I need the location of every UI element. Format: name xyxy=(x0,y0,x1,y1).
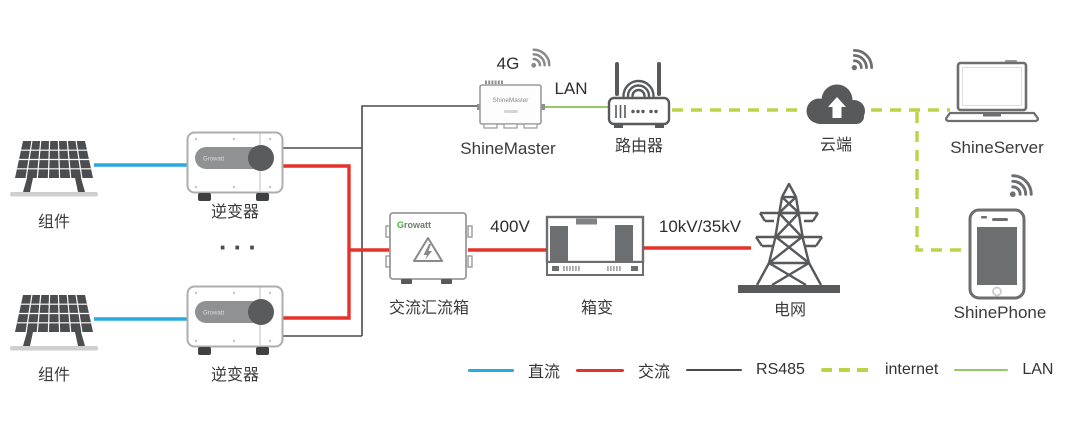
inverter-brand-text: Growatt xyxy=(203,157,224,163)
legend-rs485-label: RS485 xyxy=(756,361,805,378)
phone-icon xyxy=(968,208,1026,300)
internet-line-sample xyxy=(820,368,871,372)
shinephone-label: ShinePhone xyxy=(953,303,1047,322)
router-icon xyxy=(607,62,671,128)
legend-item-rs485: RS485 xyxy=(686,361,821,379)
cloud-upload-icon xyxy=(806,84,865,124)
legend-lan-label: LAN xyxy=(1022,361,1054,378)
router-label: 路由器 xyxy=(614,138,663,155)
lightning-bolt-icon xyxy=(423,244,432,260)
inverter-brand-text: Growatt xyxy=(203,311,224,317)
pv-bottom-label: 组件 xyxy=(37,367,70,384)
combiner-label: 交流汇流箱 xyxy=(388,300,469,317)
growatt-logo: Growatt xyxy=(397,220,431,230)
lan-edge-label: LAN xyxy=(554,79,588,98)
upload-arrow-icon xyxy=(828,97,846,118)
shinemaster-device-text: ShineMaster xyxy=(493,97,530,104)
pv-top-label: 组件 xyxy=(37,214,70,231)
legend-item-lan: LAN xyxy=(954,361,1053,379)
warning-triangle-icon xyxy=(413,237,443,262)
cellular-4g-label: 4G xyxy=(496,54,520,73)
shinemaster-label: ShineMaster xyxy=(460,139,556,158)
wifi-phone-icon xyxy=(1009,174,1033,198)
more-inverters-ellipsis: ··· xyxy=(219,232,263,262)
wifi-4g-icon xyxy=(531,48,551,68)
inverter-bottom-label: 逆变器 xyxy=(210,367,259,384)
high-voltage-label: 10kV/35kV xyxy=(658,217,742,236)
shineserver-label: ShineServer xyxy=(950,138,1044,157)
ac-line-sample xyxy=(576,368,625,372)
shinemaster-device-icon: ShineMaster xyxy=(477,80,545,129)
grid-label: 电网 xyxy=(773,302,806,319)
rs485-line-sample xyxy=(686,369,743,371)
dc-line-sample xyxy=(468,368,514,372)
lan-line-sample xyxy=(954,369,1009,371)
internet-line xyxy=(672,108,968,252)
combiner-box-icon: Growatt xyxy=(385,212,473,284)
solar-panel-bottom-icon xyxy=(10,294,98,351)
inverter-top-label: 逆变器 xyxy=(210,204,259,221)
laptop-icon xyxy=(945,60,1040,123)
power-tower-icon xyxy=(738,182,840,293)
legend-dc-label: 直流 xyxy=(528,364,561,381)
legend-item-dc: 直流 xyxy=(468,358,576,382)
legend-item-internet: internet xyxy=(820,361,954,379)
inverter-bottom-icon: Growatt xyxy=(186,285,284,355)
transformer-icon xyxy=(545,215,645,276)
ac-line-inverters xyxy=(282,164,390,320)
transformer-label: 箱变 xyxy=(580,300,613,317)
rs485-line xyxy=(282,105,479,337)
inverter-top-icon: Growatt xyxy=(186,131,284,201)
cloud-label: 云端 xyxy=(819,137,852,154)
legend-ac-label: 交流 xyxy=(638,364,671,381)
legend-item-ac: 交流 xyxy=(576,358,686,382)
solar-panel-top-icon xyxy=(10,140,98,197)
legend-internet-label: internet xyxy=(884,361,939,378)
wifi-cloud-icon xyxy=(851,48,874,71)
legend: 直流 交流 RS485 internet LAN xyxy=(468,358,1053,382)
low-voltage-label: 400V xyxy=(490,217,530,236)
